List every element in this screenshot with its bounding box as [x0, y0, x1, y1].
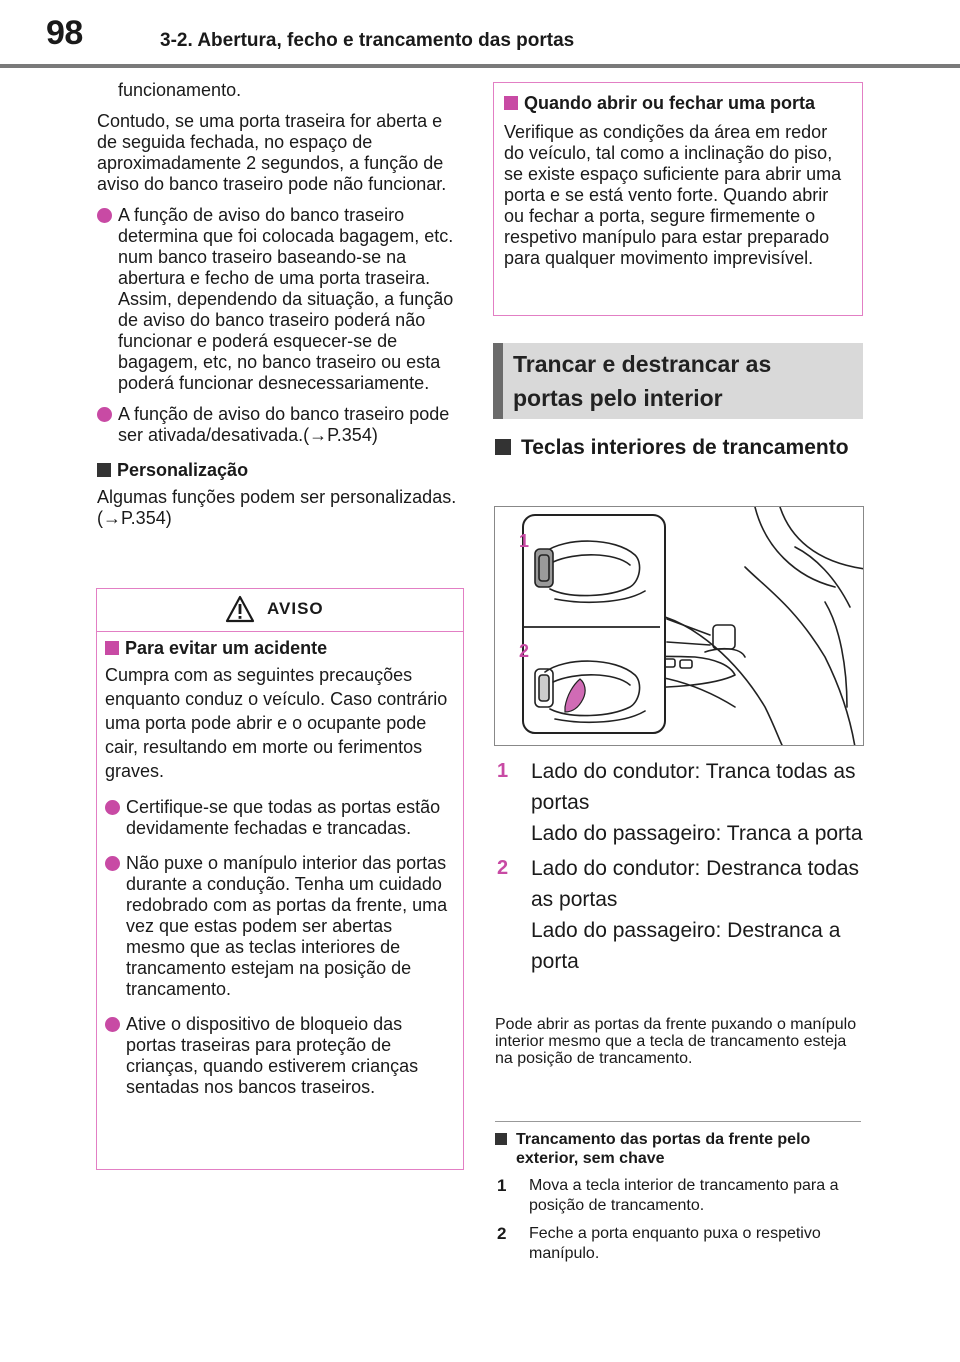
door-interior-drawing: 1 2 — [519, 507, 863, 745]
bullet-dot-icon — [97, 208, 112, 223]
warning-box: AVISO Para evitar um acidente Cumpra com… — [96, 588, 464, 1170]
warning-bullet: Certifique-se que todas as portas estão … — [105, 797, 453, 839]
keyless-lock-heading: Trancamento das portas da frente pelo ex… — [495, 1130, 863, 1168]
section-title: 3-2. Abertura, fecho e trancamento das p… — [160, 30, 575, 51]
page-number: 98 — [46, 14, 83, 52]
step-item: 1 Mova a tecla interior de trancamento p… — [497, 1176, 839, 1214]
step-item: 1 Lado do condutor: Tranca todas as port… — [495, 756, 865, 849]
warning-body: Para evitar um acidente Cumpra com as se… — [97, 632, 463, 1098]
warning-heading: Para evitar um acidente — [105, 638, 453, 659]
bullet-dot-icon — [105, 800, 120, 815]
bullet-item: A função de aviso do banco traseiro pode… — [97, 404, 467, 446]
note-box: Quando abrir ou fechar uma porta Verifiq… — [493, 82, 863, 316]
bullet-dot-icon — [105, 856, 120, 871]
note-heading: Quando abrir ou fechar uma porta — [504, 93, 852, 114]
warning-bullet: Não puxe o manípulo interior das portas … — [105, 853, 453, 1000]
customization-heading: Personalização — [97, 460, 467, 481]
illustration-label-2: 2 — [519, 641, 529, 661]
section-heading-text: Trancar e destrancar as portas pelo inte… — [513, 351, 772, 411]
square-bullet-icon — [504, 96, 518, 110]
step-number: 1 — [497, 760, 509, 782]
warning-bullet: Ative o dispositivo de bloqueio das port… — [105, 1014, 453, 1098]
door-lock-illustration: 1 2 — [494, 506, 864, 746]
square-bullet-icon — [495, 439, 511, 455]
keyless-lock-section: Trancamento das portas da frente pelo ex… — [495, 1130, 863, 1264]
bullet-dot-icon — [105, 1017, 120, 1032]
customization-text: Algumas funções podem ser personalizadas… — [97, 487, 457, 528]
lock-steps: 1 Lado do condutor: Tranca todas as port… — [495, 756, 865, 981]
continued-text: funcionamento. — [118, 80, 242, 100]
divider — [495, 1121, 861, 1122]
step-number: 2 — [497, 857, 509, 879]
square-bullet-icon — [105, 641, 119, 655]
paragraph-rear-door: Contudo, se uma porta traseira for abert… — [97, 111, 447, 194]
bullet-dot-icon — [97, 407, 112, 422]
step-item: 2 Feche a porta enquanto puxa o respetiv… — [497, 1224, 821, 1262]
front-door-note: Pode abrir as portas da frente puxando o… — [495, 1016, 857, 1067]
warning-triangle-icon — [225, 595, 255, 623]
subsection-title: Teclas interiores de trancamento — [493, 432, 853, 464]
page-header: 98 3-2. Abertura, fecho e trancamento da… — [0, 0, 960, 68]
square-bullet-icon — [495, 1133, 507, 1145]
section-heading: Trancar e destrancar as portas pelo inte… — [493, 343, 863, 419]
warning-intro: Cumpra com as seguintes precauções enqua… — [105, 665, 448, 781]
step-number: 1 — [497, 1176, 507, 1195]
warning-title-bar: AVISO — [97, 589, 463, 632]
note-text: Verifique as condições da área em redor … — [504, 122, 842, 268]
warning-title: AVISO — [267, 599, 324, 618]
header-rule — [0, 64, 960, 68]
step-number: 2 — [497, 1224, 507, 1243]
heading-accent-bar — [493, 343, 503, 419]
square-bullet-icon — [97, 463, 111, 477]
illustration-label-1: 1 — [519, 531, 529, 551]
step-item: 2 Lado do condutor: Destranca todas as p… — [495, 853, 865, 977]
left-column: funcionamento. Contudo, se uma porta tra… — [97, 76, 467, 529]
bullet-item: A função de aviso do banco traseiro dete… — [97, 205, 467, 394]
